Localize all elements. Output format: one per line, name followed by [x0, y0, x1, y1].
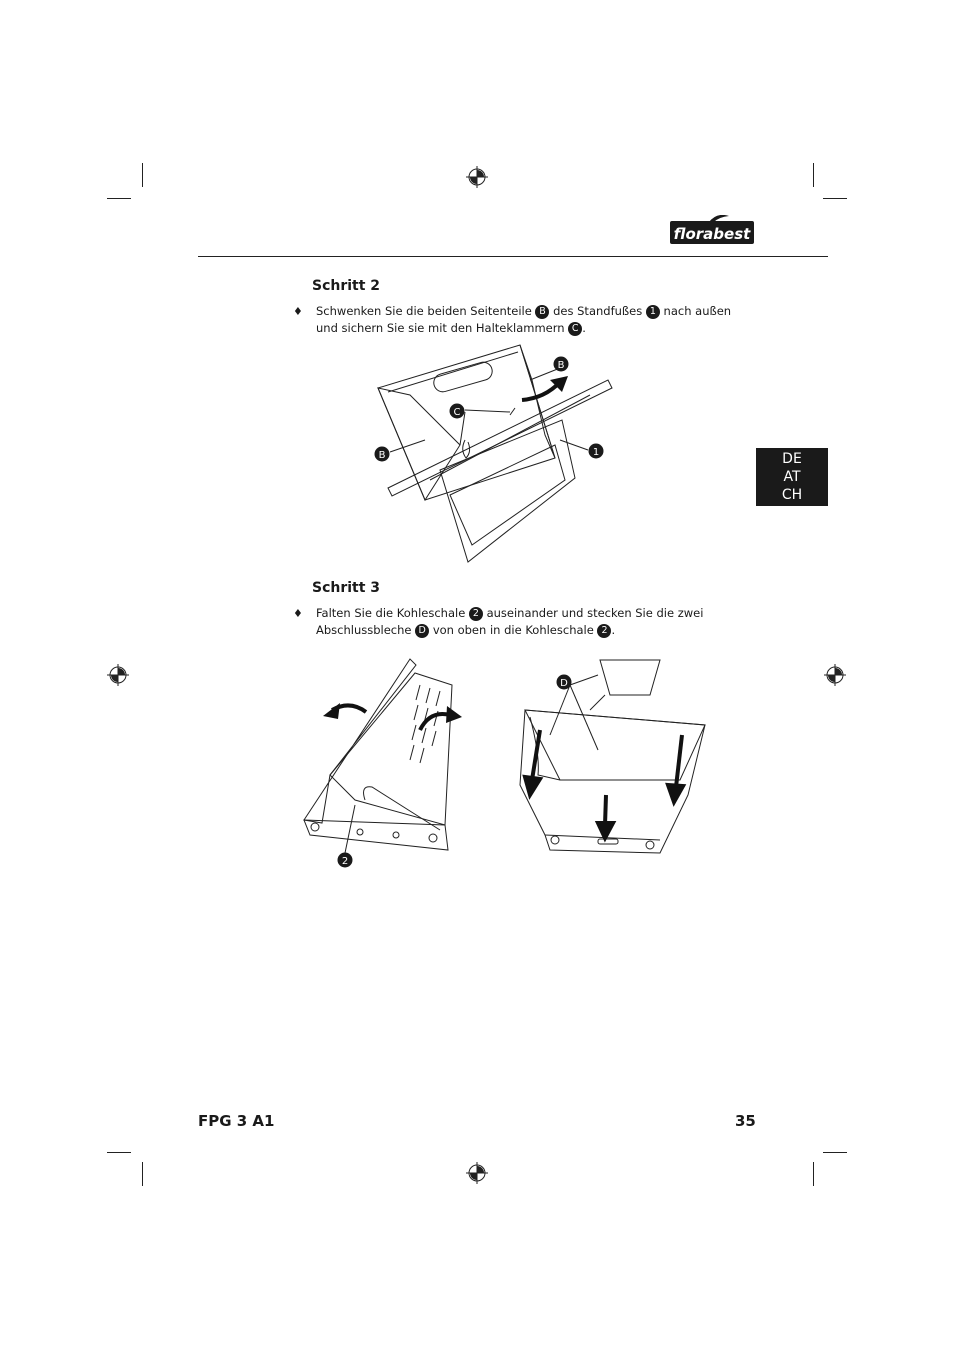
- crop-mark: [107, 1152, 131, 1153]
- crop-mark: [813, 1162, 814, 1186]
- figure-label-d: D: [560, 678, 568, 689]
- registration-mark-icon: [107, 664, 129, 686]
- step-2-heading: Schritt 2: [312, 278, 381, 294]
- step-3-instruction: Falten Sie die Kohleschale 2 auseinander…: [316, 606, 704, 638]
- crop-mark: [823, 198, 847, 199]
- crop-mark: [142, 1162, 143, 1186]
- florabest-logo: florabest: [670, 215, 754, 244]
- registration-mark-icon: [824, 664, 846, 686]
- logo-text: florabest: [674, 225, 751, 243]
- figure-label-c: C: [454, 407, 461, 418]
- bullet-icon: ♦: [293, 607, 303, 620]
- step-3-left-illustration: 2: [303, 658, 462, 868]
- step-3-right-illustration: D: [519, 659, 706, 854]
- crop-mark: [813, 163, 814, 187]
- ref-badge-2: 2: [597, 624, 612, 638]
- figure-label-b-left: B: [379, 450, 386, 461]
- bullet-icon: ♦: [293, 305, 303, 318]
- step-2-instruction: Schwenken Sie die beiden Seitenteile B d…: [316, 304, 732, 336]
- figure-label-1: 1: [593, 447, 599, 458]
- page-number: 35: [735, 1112, 756, 1130]
- figure-label-b-top: B: [558, 360, 565, 371]
- crop-mark: [107, 198, 131, 199]
- ref-badge-b: B: [535, 305, 550, 319]
- step-2-illustration: B C B 1: [374, 344, 613, 563]
- registration-mark-icon: [466, 1162, 488, 1184]
- model-number: FPG 3 A1: [198, 1112, 275, 1130]
- ref-badge-2: 2: [468, 607, 483, 621]
- ref-badge-c: C: [568, 322, 583, 336]
- registration-mark-icon: [466, 166, 488, 188]
- ref-badge-1: 1: [645, 305, 660, 319]
- language-tab: DE AT CH: [756, 448, 828, 506]
- header-rule: [198, 256, 828, 257]
- ref-badge-d: D: [415, 624, 430, 638]
- figure-label-2: 2: [342, 856, 348, 867]
- crop-mark: [142, 163, 143, 187]
- crop-mark: [823, 1152, 847, 1153]
- step-3-heading: Schritt 3: [312, 580, 381, 596]
